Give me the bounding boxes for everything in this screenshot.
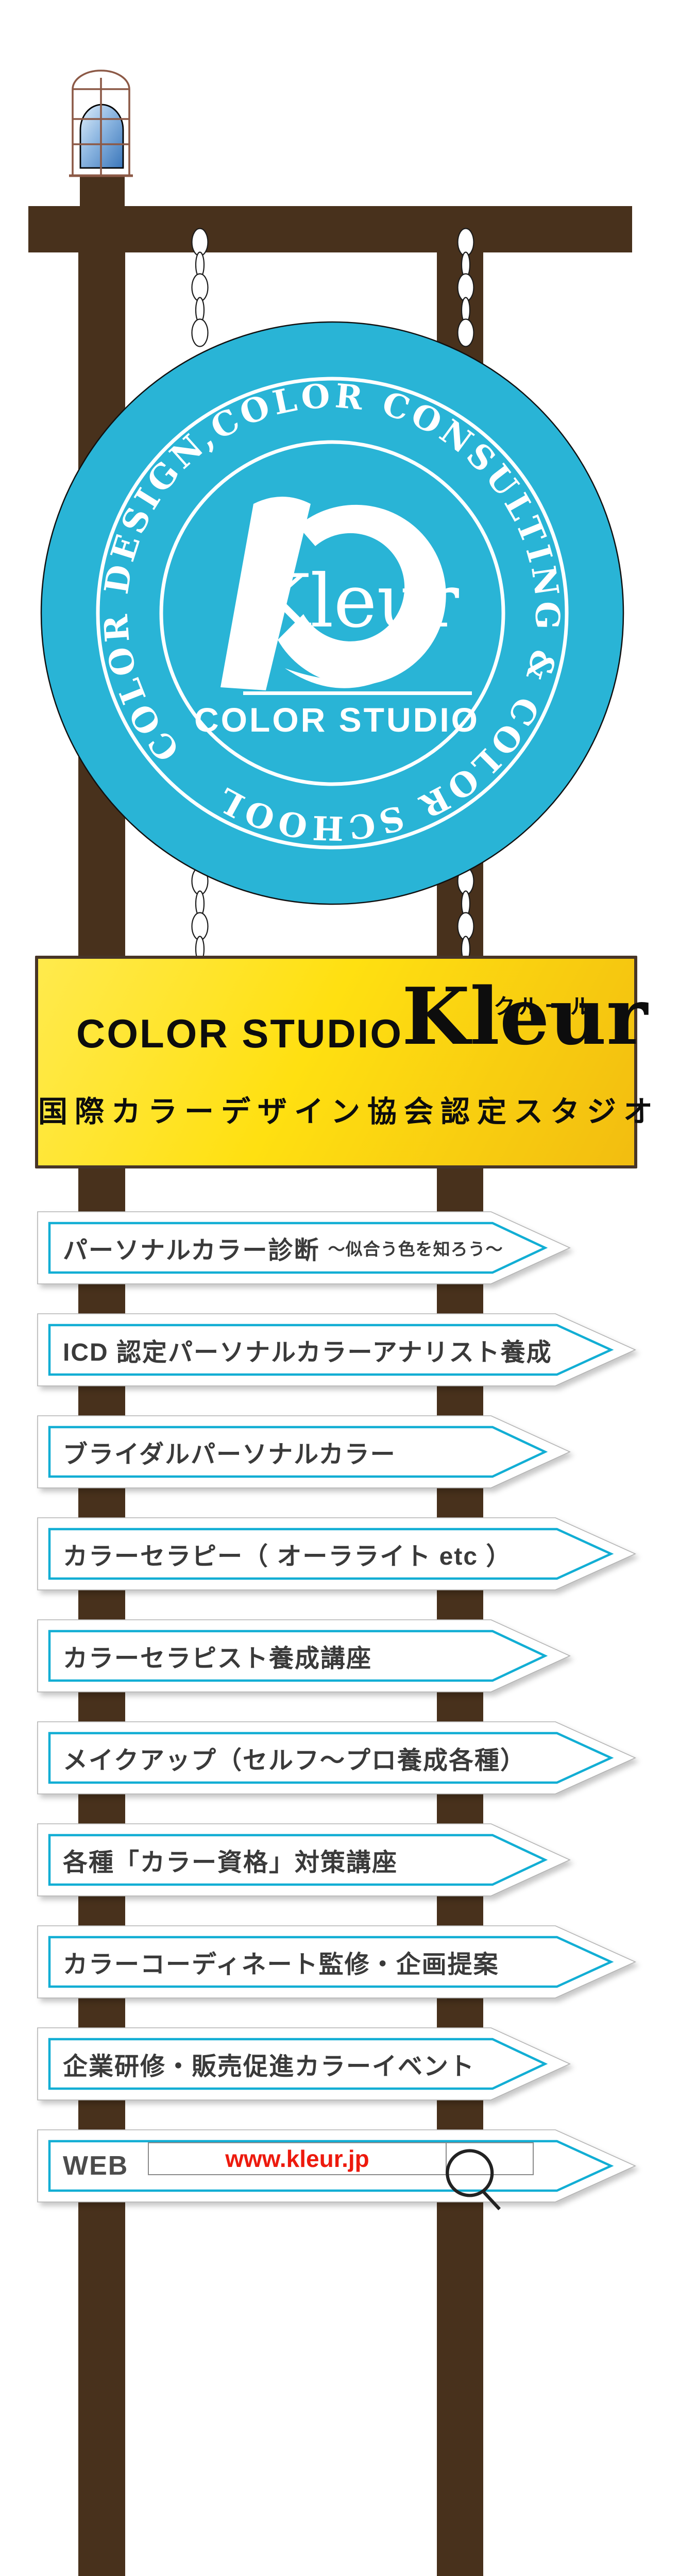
circle-subtitle: COLOR STUDIO bbox=[194, 701, 480, 739]
magnifier-search-icon bbox=[446, 2149, 501, 2211]
lamp-base bbox=[80, 175, 125, 207]
menu-item-note: ～似合う色を知ろう～ bbox=[328, 1240, 503, 1259]
menu-item-label: メイクアップ（セルフ～プロ養成各種） bbox=[63, 1747, 527, 1774]
plate-brand-ruby: クルール bbox=[494, 994, 596, 1019]
ring-outer-circle bbox=[96, 377, 569, 850]
menu-arrow-web[interactable]: WEB www.kleur.jp bbox=[0, 2129, 679, 2211]
search-button[interactable] bbox=[446, 2143, 533, 2211]
studio-plate-sign: COLOR STUDIO Kleur クルール 国際カラーデザイン協会認定スタジ… bbox=[35, 956, 660, 1168]
menu-arrow-therapist-course[interactable]: カラーセラピスト養成講座 bbox=[0, 1619, 679, 1692]
circle-sign: COLOR DESIGN,COLOR CONSULTING & COLOR SC… bbox=[40, 321, 624, 905]
menu-item-label: カラーセラピー（ オーラライト etc ） bbox=[63, 1543, 512, 1570]
menu-arrow-color-therapy[interactable]: カラーセラピー（ オーラライト etc ） bbox=[0, 1517, 679, 1590]
menu-item-label: カラーセラピスト養成講座 bbox=[63, 1645, 372, 1672]
kleur-logo-mark bbox=[220, 497, 446, 690]
menu-arrow-license-course[interactable]: 各種「カラー資格」対策講座 bbox=[0, 1823, 679, 1896]
top-crossbar bbox=[28, 206, 632, 252]
search-bar[interactable]: www.kleur.jp bbox=[148, 2142, 534, 2211]
lamp bbox=[69, 70, 133, 207]
lamp-cage bbox=[69, 70, 133, 177]
menu-item-label: 企業研修・販売促進カラーイベント bbox=[63, 2053, 476, 2080]
menu-arrow-icd-analyst[interactable]: ICD 認定パーソナルカラーアナリスト養成 bbox=[0, 1313, 679, 1386]
menu-arrow-coordinate[interactable]: カラーコーディネート監修・企画提案 bbox=[0, 1925, 679, 1998]
plate-certification: 国際カラーデザイン協会認定スタジオ bbox=[38, 1095, 660, 1128]
menu-item-label: パーソナルカラー診断 bbox=[63, 1237, 320, 1264]
menu-item-label: ICD 認定パーソナルカラーアナリスト養成 bbox=[63, 1339, 552, 1366]
website-url[interactable]: www.kleur.jp bbox=[225, 2145, 369, 2172]
menu-arrow-makeup[interactable]: メイクアップ（セルフ～プロ養成各種） bbox=[0, 1721, 679, 1794]
plate-brand: Kleur bbox=[402, 970, 648, 1062]
menu-item-label: カラーコーディネート監修・企画提案 bbox=[63, 1951, 499, 1978]
logo-underline bbox=[243, 691, 472, 695]
plate-title-en: COLOR STUDIO bbox=[76, 1011, 403, 1056]
circle-brand-text: Kleur bbox=[256, 559, 459, 644]
menu-item-label: 各種「カラー資格」対策講座 bbox=[63, 1849, 398, 1876]
ring-inner-circle bbox=[159, 440, 505, 786]
menu-item-label: ブライダルパーソナルカラー bbox=[63, 1441, 396, 1468]
web-label: WEB bbox=[63, 2151, 129, 2181]
circle-sign-face bbox=[40, 321, 624, 905]
search-input[interactable]: www.kleur.jp bbox=[149, 2143, 446, 2174]
menu-arrow-corporate-event[interactable]: 企業研修・販売促進カラーイベント bbox=[0, 2027, 679, 2100]
menu-arrow-personal-color[interactable]: パーソナルカラー診断 ～似合う色を知ろう～ bbox=[0, 1211, 679, 1284]
menu-arrow-bridal[interactable]: ブライダルパーソナルカラー bbox=[0, 1415, 679, 1488]
